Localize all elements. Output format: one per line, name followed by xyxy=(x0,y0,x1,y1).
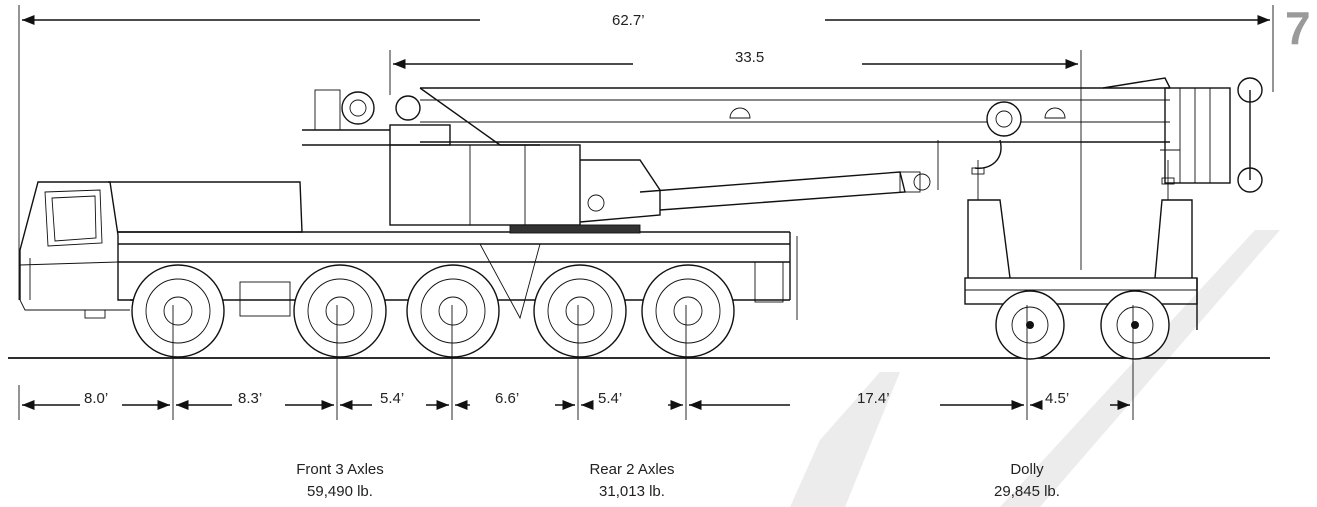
spacing-label-6: 17.4’ xyxy=(857,390,890,407)
spacing-label-3: 5.4’ xyxy=(380,390,404,407)
wheel-5 xyxy=(641,264,735,358)
spacing-label-1: 8.0’ xyxy=(84,390,108,407)
rear-axles-name: Rear 2 Axles xyxy=(589,461,674,478)
boom-length-label: 33.5 xyxy=(735,49,764,66)
lift-cylinder xyxy=(639,140,939,211)
wheel-3 xyxy=(406,264,500,358)
front-axles-weight: 59,490 lb. xyxy=(307,483,373,500)
boom-dolly xyxy=(964,160,1198,330)
wheel-4 xyxy=(533,264,627,358)
front-axles-name: Front 3 Axles xyxy=(296,461,384,478)
telescopic-boom xyxy=(419,87,1170,169)
wheel-1 xyxy=(131,264,225,358)
boom-length-dimension: 33.5 xyxy=(389,49,1082,270)
page-number: 7 xyxy=(1285,2,1311,54)
spacing-label-4: 6.6’ xyxy=(495,390,519,407)
boom-head xyxy=(1102,77,1263,193)
spacing-label-7: 4.5’ xyxy=(1045,390,1069,407)
spacing-label-2: 8.3’ xyxy=(238,390,262,407)
rear-axles-weight: 31,013 lb. xyxy=(599,483,665,500)
axle-spacing-dimensions: 8.0’ 8.3’ 5.4’ 6.6’ 5.4’ 17.4’ 4.5’ xyxy=(18,305,1134,420)
overall-length-dimension: 62.7’ xyxy=(18,5,1274,300)
watermark-shape xyxy=(790,372,900,507)
overall-length-label: 62.7’ xyxy=(612,12,645,29)
wheel-2 xyxy=(293,264,387,358)
dolly-weight: 29,845 lb. xyxy=(994,483,1060,500)
spacing-label-5: 5.4’ xyxy=(598,390,622,407)
watermark-shape-2 xyxy=(1000,230,1280,507)
dolly-wheel-2 xyxy=(1100,290,1170,360)
dolly-name: Dolly xyxy=(1010,461,1044,478)
axle-weights: Front 3 Axles 59,490 lb. Rear 2 Axles 31… xyxy=(296,461,1060,500)
crane-superstructure xyxy=(302,89,661,234)
dolly-wheel-1 xyxy=(995,290,1065,360)
crane-wheels xyxy=(131,264,1170,360)
